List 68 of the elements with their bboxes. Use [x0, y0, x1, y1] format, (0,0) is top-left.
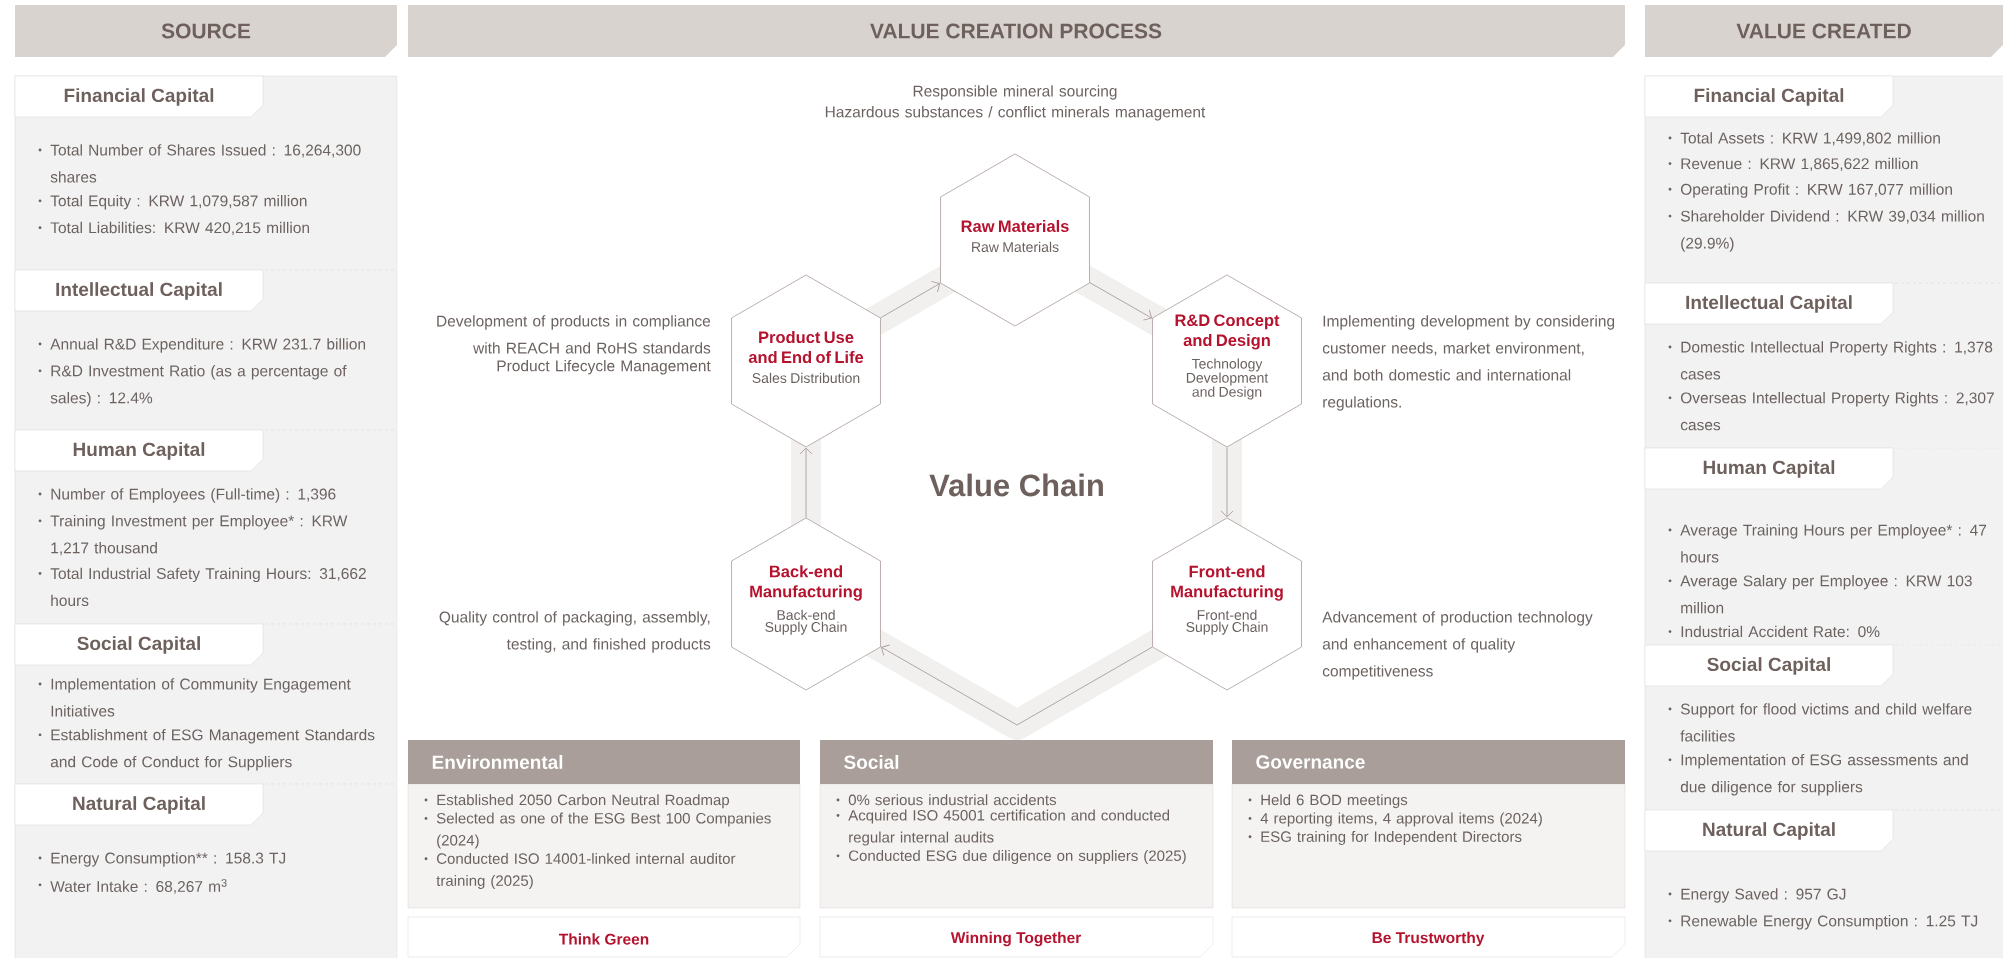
- bullet-item: Total Assets : KRW 1,499,802 million: [1668, 132, 1940, 146]
- bullet-item: Held 6 BOD meetings: [1248, 794, 1408, 809]
- heading-tab: Financial Capital: [14, 75, 264, 118]
- bullet-item: Conducted ISO 14001-linked internal auditor training (2025): [424, 852, 736, 889]
- header-band: VALUE CREATED: [1645, 5, 2003, 57]
- bullet-item: R&D Investment Ratio (as a percentage of sales) : 12.4%: [38, 365, 347, 407]
- side-note: Implementing development by considering customer needs, market environment, and both domestic and international regulations.: [1322, 315, 1615, 411]
- bullet-item: Support for flood victims and child welfare facilities: [1668, 703, 1972, 742]
- arrow: [799, 447, 813, 518]
- bullet-item: Total Number of Shares Issued : 16,264,300 shares: [38, 144, 361, 183]
- bullet-item: Implementation of Community Engagement Initiatives: [38, 678, 351, 717]
- bullet-item: Establishment of ESG Management Standards and Code of Conduct for Suppliers: [38, 729, 375, 771]
- bullet-item: Shareholder Dividend : KRW 39,034 million (29.9%): [1668, 210, 1984, 252]
- bullet-item: Implementation of ESG assessments and due diligence for suppliers: [1668, 754, 1968, 796]
- bullet-item: Total Liabilities: KRW 420,215 million: [38, 221, 309, 236]
- motto-tab: Winning Together: [819, 916, 1214, 958]
- heading-tab: Financial Capital: [1644, 75, 1894, 118]
- side-note: Product Lifecycle Management: [497, 360, 711, 375]
- hexagon-box: Raw Materials Raw Materials: [940, 153, 1090, 327]
- bullet-item: Annual R&D Expenditure : KRW 231.7 billion: [38, 338, 366, 353]
- heading-tab: Social Capital: [1644, 644, 1894, 687]
- hexagon-box: Back-end Manufacturing Back-end Supply Chain: [731, 517, 881, 691]
- bullet-item: Acquired ISO 45001 certification and conducted regular internal audits: [836, 809, 1170, 846]
- motto-tab: Be Trustworthy: [1231, 916, 1626, 958]
- header-band: VALUE CREATION PROCESS: [408, 5, 1625, 57]
- center-title: Value Chain: [929, 473, 1103, 497]
- bullet-item: Total Industrial Safety Training Hours: 31,662 hours: [38, 567, 366, 607]
- bullet-item: Energy Saved : 957 GJ: [1668, 888, 1846, 903]
- bullet-item: Industrial Accident Rate: 0%: [1668, 625, 1880, 638]
- heading-tab: Natural Capital: [1644, 809, 1894, 852]
- bullet-item: Overseas Intellectual Property Rights : 2,307 cases: [1668, 392, 1994, 431]
- side-note: Advancement of production technology and enhancement of quality competitiveness: [1322, 611, 1593, 680]
- bullet-item: Total Equity : KRW 1,079,587 million: [38, 195, 307, 210]
- hexagon-box: R&D Concept and Design Technology Development and Design: [1152, 274, 1302, 448]
- motto-tab: Think Green: [407, 916, 801, 958]
- bullet-item: Revenue : KRW 1,865,622 million: [1668, 157, 1918, 171]
- heading-tab: Human Capital: [1644, 447, 1894, 490]
- side-note: Quality control of packaging, assembly, testing, and finished products: [439, 611, 711, 653]
- bullet-item: 0% serious industrial accidents: [836, 794, 1057, 806]
- arrow: [1220, 447, 1234, 518]
- heading-tab: Social Capital: [14, 623, 264, 666]
- bullet-item: Renewable Energy Consumption : 1.25 TJ: [1668, 915, 1978, 930]
- bullet-item: Energy Consumption** : 158.3 TJ: [38, 852, 286, 867]
- bullet-item: ESG training for Independent Directors: [1248, 830, 1522, 845]
- bullet-item: Water Intake : 68,267 m$^{3}$: [38, 879, 227, 894]
- bullet-item: Training Investment per Employee* : KRW 1,217 thousand: [38, 515, 348, 556]
- arrow: [881, 644, 1153, 726]
- side-note: Development of products in compliance with REACH and RoHS standards: [437, 315, 711, 354]
- heading-tab: Natural Capital: [14, 783, 264, 826]
- hexagon-box: Front-end Manufacturing Front-end Supply Chain: [1152, 517, 1302, 691]
- bullet-item: Average Salary per Employee : KRW 103 million: [1668, 575, 1972, 614]
- hexagon-box: Product Use and End of Life Sales Distribution: [731, 274, 881, 448]
- side-note: Hazardous substances / conflict minerals management: [825, 106, 1206, 121]
- bullet-item: Conducted ESG due diligence on suppliers (2025): [836, 850, 1186, 864]
- bullet-item: Domestic Intellectual Property Rights : 1,378 cases: [1668, 341, 1993, 380]
- arrow: [1089, 282, 1153, 321]
- bullet-item: Average Training Hours per Employee* : 47 hours: [1668, 524, 1987, 563]
- bullet-item: Number of Employees (Full-time) : 1,396: [38, 488, 336, 503]
- bullet-item: Selected as one of the ESG Best 100 Companies (2024): [424, 812, 771, 849]
- bullet-item: 4 reporting items, 4 approval items (2024): [1248, 812, 1542, 827]
- heading-tab: Intellectual Capital: [14, 269, 264, 312]
- bullet-item: Established 2050 Carbon Neutral Roadmap: [424, 794, 730, 809]
- header-band: SOURCE: [15, 5, 397, 57]
- arrow: [880, 281, 941, 319]
- heading-tab: Intellectual Capital: [1644, 282, 1894, 325]
- side-note: Responsible mineral sourcing: [913, 85, 1117, 100]
- heading-tab: Human Capital: [14, 429, 264, 472]
- bullet-item: Operating Profit : KRW 167,077 million: [1668, 183, 1952, 198]
